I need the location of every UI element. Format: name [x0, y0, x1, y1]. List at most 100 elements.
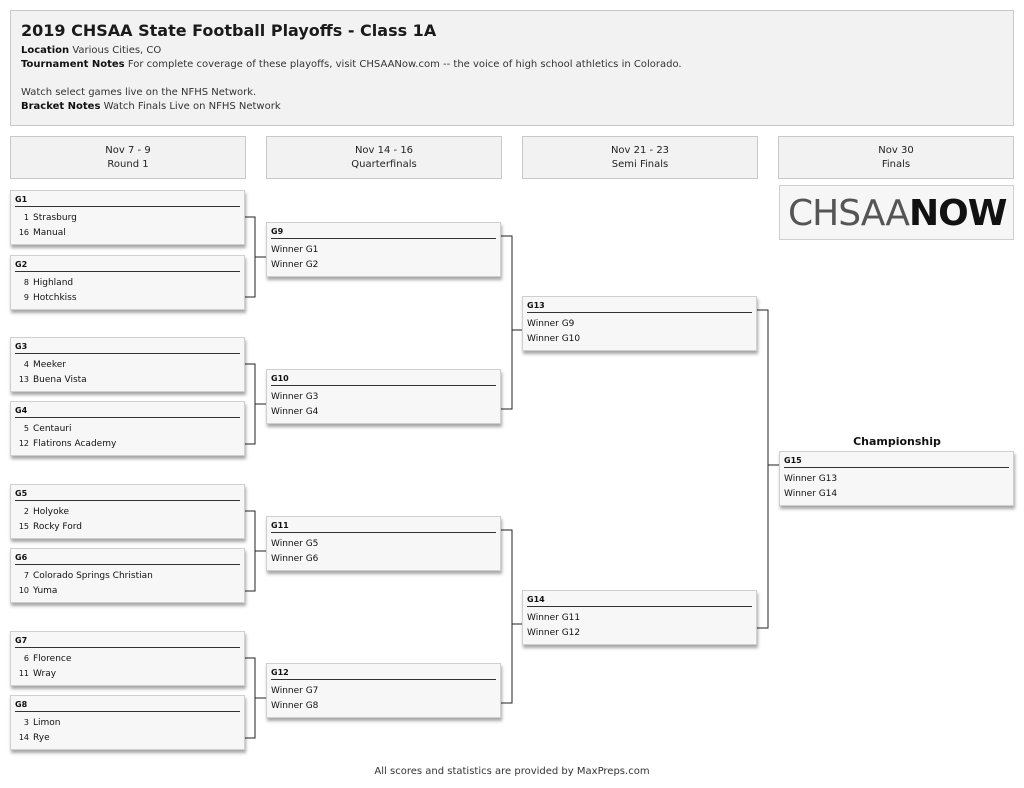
round-name: Finals — [881, 159, 911, 170]
championship-label: Championship — [853, 435, 941, 448]
game-id: G9 — [271, 227, 284, 236]
team-seed: 9 — [23, 293, 29, 302]
game-id: G11 — [271, 521, 289, 530]
team-row[interactable]: Winner G6 — [271, 554, 319, 564]
team-seed: 1 — [23, 213, 29, 222]
logo-wordmark: CHSAANOW — [788, 193, 1007, 234]
team-row[interactable]: Winner G14 — [784, 489, 838, 499]
team-row[interactable]: 14 Rye — [15, 731, 240, 745]
bracket-notes-value: Watch Finals Live on NFHS Network — [103, 101, 281, 112]
maxpreps-link[interactable]: MaxPreps.com — [576, 766, 650, 777]
team-name: Florence — [33, 654, 72, 664]
team-name: Wray — [33, 669, 57, 679]
team-name: Meeker — [33, 360, 66, 370]
round-header-quarterfinals: Nov 14 - 16 Quarterfinals — [266, 136, 502, 179]
team-row[interactable]: Winner G12 — [527, 628, 581, 638]
bracket-notes-line: Bracket Notes Watch Finals Live on NFHS … — [21, 100, 1003, 114]
team-seed: 5 — [23, 424, 29, 433]
connector-g5-g6 — [245, 510, 266, 592]
game-id: G2 — [15, 260, 28, 269]
round-name: Quarterfinals — [351, 159, 417, 170]
team-row[interactable]: 16 Manual — [15, 226, 240, 240]
game-g10[interactable]: G10 Winner G3 Winner G4 — [266, 369, 501, 424]
team-row[interactable]: 13 Buena Vista — [15, 373, 240, 387]
team-name: Buena Vista — [33, 375, 87, 385]
game-g15[interactable]: G15 Winner G13 Winner G14 — [779, 451, 1014, 506]
team-name: Yuma — [33, 586, 58, 596]
game-g13[interactable]: G13 Winner G9 Winner G10 — [522, 296, 757, 351]
game-g11[interactable]: G11 Winner G5 Winner G6 — [266, 516, 501, 571]
team-seed: 11 — [18, 669, 29, 678]
team-row[interactable]: Winner G9 — [527, 319, 575, 329]
team-row[interactable]: Winner G11 — [527, 613, 581, 623]
team-seed: 14 — [18, 733, 29, 742]
game-id: G6 — [15, 553, 28, 562]
game-g12[interactable]: G12 Winner G7 Winner G8 — [266, 663, 501, 718]
round-dates: Nov 21 - 23 — [610, 145, 670, 156]
connector-g9-g10 — [501, 235, 522, 410]
team-row[interactable]: Winner G13 — [784, 474, 838, 484]
team-row[interactable]: Winner G4 — [271, 407, 319, 417]
team-row[interactable]: Winner G7 — [271, 686, 319, 696]
round-dates: Nov 7 - 9 — [105, 145, 151, 156]
game-id: G4 — [15, 406, 28, 415]
location-line: Location Various Cities, CO — [21, 44, 1003, 58]
chsaanow-link[interactable]: CHSAANow.com — [359, 59, 440, 70]
team-seed: 3 — [23, 718, 29, 727]
team-name: Manual — [33, 228, 66, 238]
team-name: Colorado Springs Christian — [33, 571, 153, 581]
game-g9[interactable]: G9 Winner G1 Winner G2 — [266, 222, 501, 277]
tournament-header: 2019 CHSAA State Football Playoffs - Cla… — [10, 10, 1014, 126]
team-row[interactable]: Winner G10 — [527, 334, 581, 344]
team-seed: 16 — [18, 228, 29, 237]
team-seed: 12 — [18, 439, 29, 448]
game-g14[interactable]: G14 Winner G11 Winner G12 — [522, 590, 757, 645]
team-name: Rye — [33, 733, 50, 743]
team-name: Hotchkiss — [33, 293, 77, 303]
game-g1[interactable]: G1 1 Strasburg 16 Manual — [10, 190, 245, 245]
game-id: G13 — [527, 301, 545, 310]
connector-g13-g14 — [757, 309, 779, 629]
team-name: Flatirons Academy — [33, 439, 117, 449]
team-row[interactable]: Winner G2 — [271, 260, 319, 270]
team-name: Strasburg — [33, 213, 77, 223]
round-header-round-1: Nov 7 - 9 Round 1 — [10, 136, 246, 179]
team-row[interactable]: 11 Wray — [15, 667, 240, 681]
location-value: Various Cities, CO — [72, 45, 162, 56]
team-seed: 13 — [18, 375, 29, 384]
team-row[interactable]: Winner G5 — [271, 539, 319, 549]
team-row[interactable]: Winner G8 — [271, 701, 319, 711]
chsaanow-logo[interactable]: CHSAANOW — [779, 185, 1014, 240]
game-id: G10 — [271, 374, 289, 383]
watch-note: Watch select games live on the NFHS Netw… — [21, 87, 257, 98]
connector-g3-g4 — [245, 363, 266, 445]
tournament-notes-line: Tournament Notes For complete coverage o… — [21, 58, 1003, 72]
game-id: G5 — [15, 489, 28, 498]
game-id: G1 — [15, 195, 28, 204]
team-row[interactable]: 9 Hotchkiss — [15, 291, 240, 305]
team-row[interactable]: 1 Strasburg — [15, 211, 240, 225]
connector-g1-g2 — [245, 216, 266, 298]
team-row[interactable]: Winner G3 — [271, 392, 319, 402]
team-row[interactable]: Winner G1 — [271, 245, 319, 255]
round-dates: Nov 30 — [878, 145, 914, 156]
game-id: G12 — [271, 668, 289, 677]
team-row[interactable]: 12 Flatirons Academy — [15, 437, 240, 451]
tournament-notes-label: Tournament Notes — [21, 59, 125, 70]
